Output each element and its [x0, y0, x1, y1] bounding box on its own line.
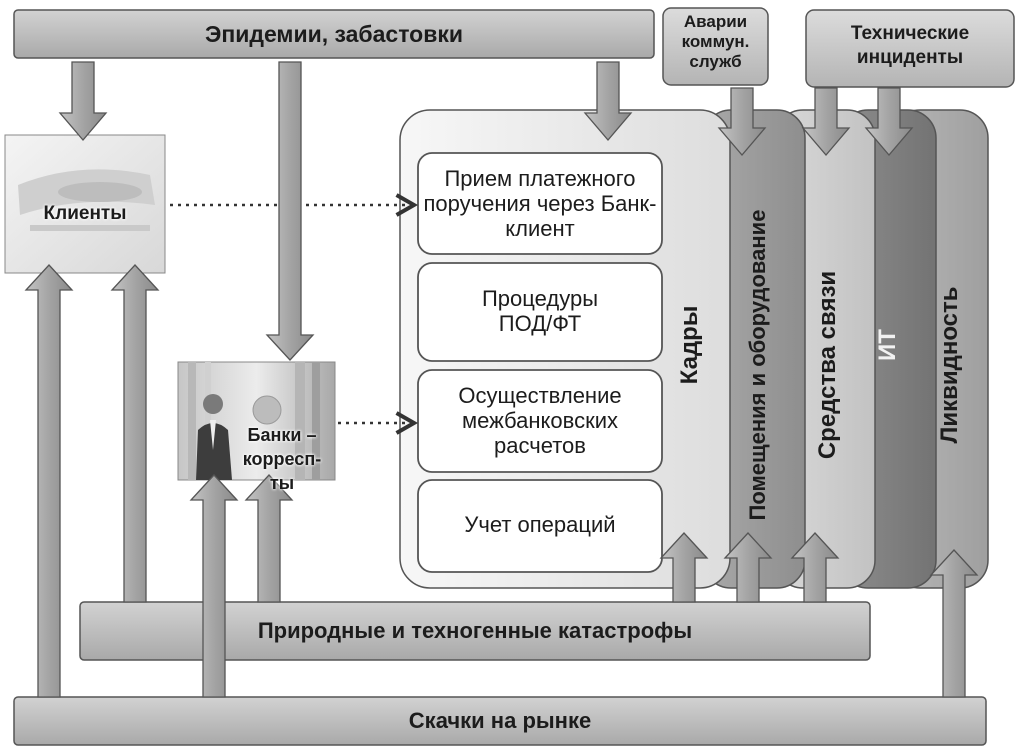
- up-arrow-liquidity: [929, 549, 979, 698]
- layer-label-staff: Кадры: [676, 305, 703, 385]
- up-arrow-banks-1: [189, 474, 239, 698]
- down-arrow-banks: [265, 61, 315, 361]
- process-box-4: [417, 479, 663, 573]
- process-label-4: Учет операций: [464, 512, 616, 537]
- up-arrow-clients-1: [24, 264, 74, 698]
- top-bar-label: Эпидемии, забастовки: [204, 21, 464, 47]
- utility-box-label: Аварии коммун. служб: [681, 12, 750, 71]
- bottom-bar-label: Скачки на рынке: [408, 708, 592, 733]
- layer-label-communications: Средства связи: [814, 270, 841, 460]
- process-label-2: Процедуры ПОД/ФТ: [481, 286, 599, 336]
- up-arrow-clients-2: [110, 264, 160, 603]
- down-arrow-premises: [717, 87, 767, 157]
- up-arrow-communications: [790, 532, 840, 603]
- layer-label-liquidity: Ликвидность: [936, 286, 963, 444]
- tech-box-label: Технические инциденты: [850, 23, 970, 68]
- layer-label-it: ИТ: [874, 329, 901, 361]
- top-bar: [13, 9, 655, 59]
- banks-label: Банки – корресп-ты: [242, 425, 322, 493]
- middle-bar-label: Природные и техногенные катастрофы: [257, 618, 693, 643]
- process-label-1: Прием платежного поручения через Банк-кл…: [423, 166, 657, 241]
- clients-image: [4, 134, 166, 274]
- down-arrow-clients: [58, 61, 108, 142]
- bottom-bar: [13, 696, 987, 746]
- down-arrow-it: [864, 87, 914, 157]
- down-arrow-staff: [583, 61, 633, 142]
- utility-box: [662, 7, 769, 86]
- process-box-2: [417, 262, 663, 362]
- clients-label: Клиенты: [43, 203, 127, 224]
- layer-label-premises: Помещения и оборудование: [745, 209, 770, 521]
- up-arrow-staff: [659, 532, 709, 603]
- tech-box: [805, 9, 1015, 88]
- up-arrow-premises: [723, 532, 773, 603]
- middle-bar: [79, 601, 871, 661]
- up-arrow-banks-2: [244, 474, 294, 603]
- process-label-3: Осуществление межбанковских расчетов: [458, 383, 622, 458]
- banks-image: [177, 361, 336, 481]
- down-arrow-communications: [801, 87, 851, 157]
